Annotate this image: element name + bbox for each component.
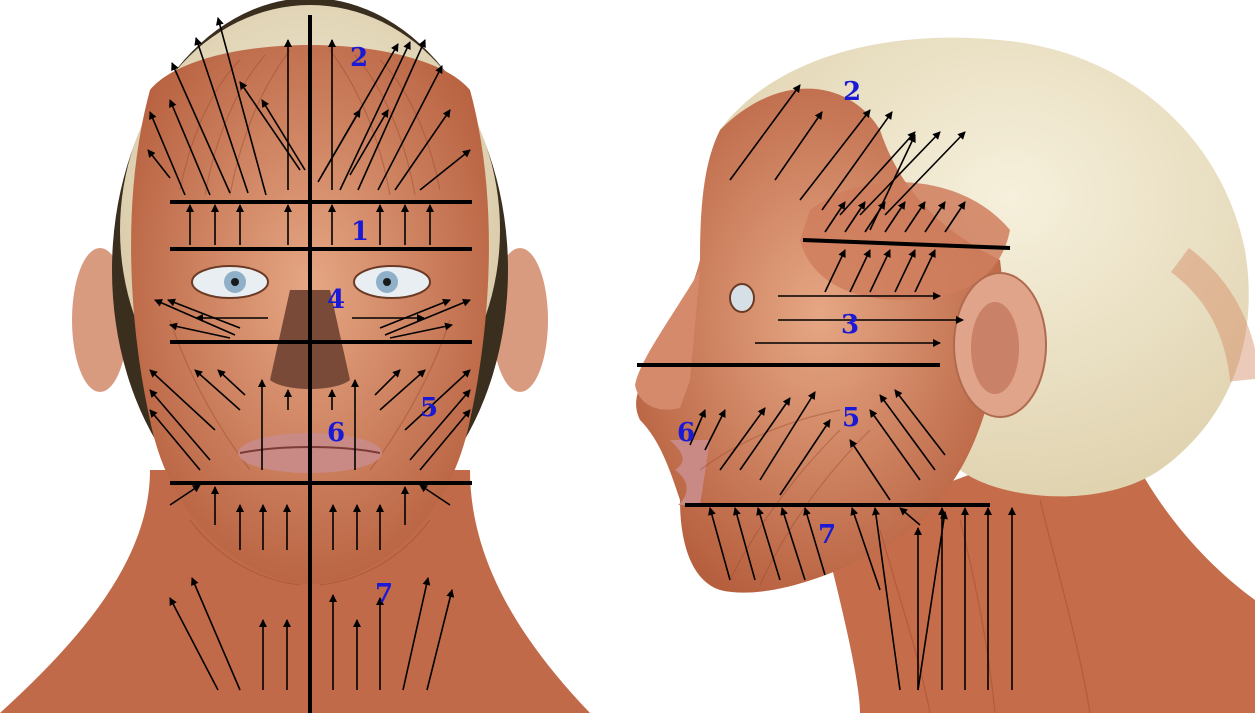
front-right-pupil: [383, 278, 391, 286]
side-head-illustration: [635, 38, 1255, 713]
front-label-zone-7: 7: [375, 579, 393, 609]
side-label-zone-2: 2: [843, 77, 861, 107]
side-label-zone-3: 3: [841, 310, 859, 340]
front-label-zone-6: 6: [327, 418, 345, 448]
front-label-zone-2: 2: [350, 43, 368, 73]
front-label-zone-5: 5: [420, 393, 438, 423]
side-eye: [730, 284, 754, 312]
side-label-zone-5: 5: [842, 403, 860, 433]
front-label-zone-4: 4: [327, 285, 345, 315]
front-left-pupil: [231, 278, 239, 286]
side-ear-inner: [971, 302, 1019, 394]
front-label-zone-1: 1: [351, 217, 369, 247]
side-label-zone-7: 7: [818, 520, 836, 550]
front-head-illustration: [0, 0, 590, 713]
side-label-zone-6: 6: [677, 418, 695, 448]
